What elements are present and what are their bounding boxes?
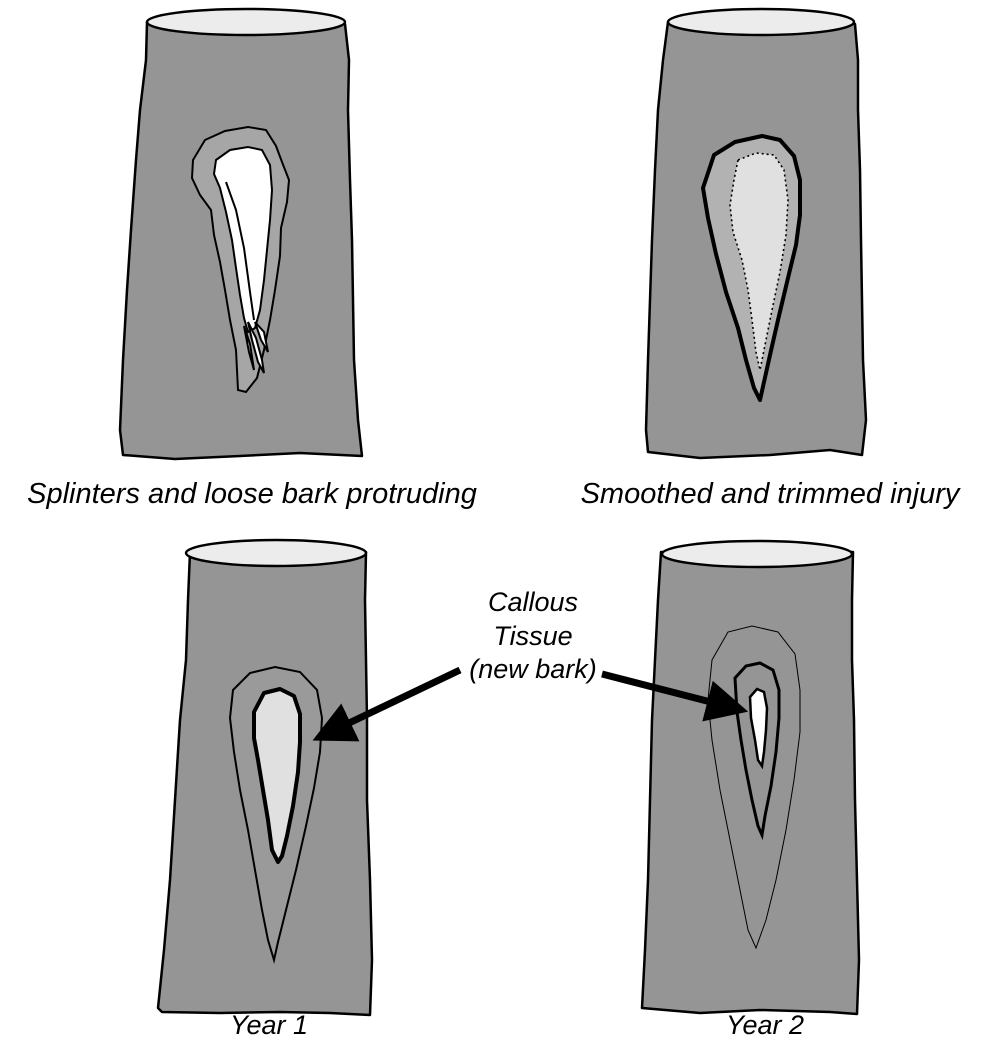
- callout-label-line-3: (new bark): [469, 654, 597, 684]
- caption-year1: Year 1: [230, 1010, 308, 1038]
- panel-year1: [158, 540, 372, 1015]
- caption-smoothed: Smoothed and trimmed injury: [581, 478, 961, 510]
- trunk-top: [668, 9, 854, 35]
- callout-label-line-1: Callous: [488, 587, 578, 617]
- callout-label-line-2: Tissue: [493, 621, 572, 651]
- panel-splinters: [120, 9, 362, 459]
- trunk-top: [186, 540, 366, 566]
- trunk-top: [147, 9, 345, 35]
- caption-splinters: Splinters and loose bark protruding: [27, 478, 477, 510]
- panel-year2: [642, 541, 859, 1014]
- caption-year2: Year 2: [726, 1010, 804, 1038]
- panel-smoothed: [646, 9, 866, 458]
- trunk-top: [662, 541, 852, 567]
